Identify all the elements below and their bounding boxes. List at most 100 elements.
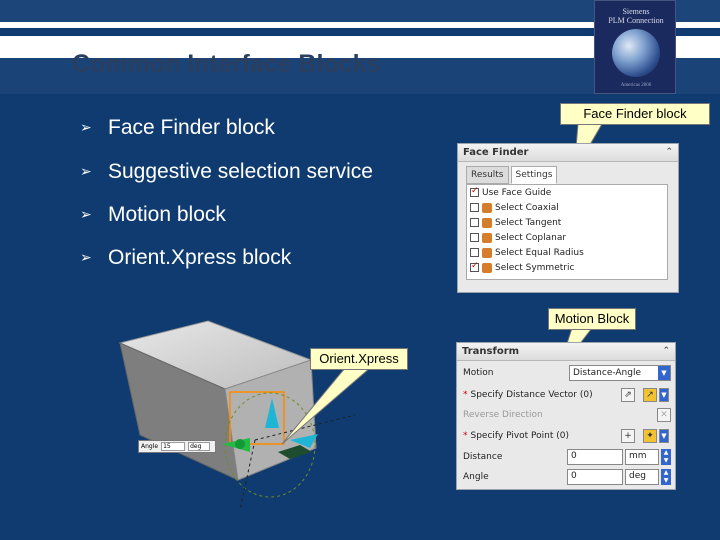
vector-dialog-icon[interactable]: ⇗ [621,388,635,402]
chevron-down-icon[interactable]: ▼ [659,388,669,402]
header-band [0,28,720,36]
face-finder-panel: Face Finder ⌃ Results Settings Use Face … [457,143,679,293]
angle-unit-select[interactable]: deg [188,442,211,451]
motion-label: Motion [463,368,494,378]
selected-face-outline [229,391,285,445]
setting-label: Select Tangent [495,217,562,228]
logo-line2: PLM Connection [608,16,664,25]
distance-unit-select[interactable]: mm [625,449,659,465]
tangent-icon [482,217,492,228]
distance-vector-label[interactable]: Specify Distance Vector (0) [470,390,593,400]
angle-label: Angle [463,472,489,482]
angle-row: Angle 0 deg ▲▼ [463,467,671,487]
angle-spinner-icon[interactable]: ▲▼ [661,469,671,485]
angle-input-popup[interactable]: Angle 15 deg [138,440,216,453]
transform-title: Transform [462,346,520,357]
collapse-icon[interactable]: ⌃ [662,346,670,356]
bullet-text: Motion block [108,203,226,226]
chevron-down-icon[interactable]: ▼ [658,366,670,380]
header-stripe [0,36,720,58]
checkbox-select-tangent[interactable] [470,218,479,227]
checkbox-use-face-guide[interactable] [470,186,479,197]
checkbox-select-equal-radius[interactable] [470,248,479,257]
point-inferred-icon[interactable]: ✦ [643,429,657,443]
required-marker: * [463,390,468,400]
setting-row[interactable]: Use Face Guide [467,185,667,200]
transform-panel: Transform ⌃ Motion Distance-Angle ▼ * Sp… [456,342,676,490]
rotation-ring [224,392,316,498]
handle-y-icon [290,434,318,448]
angle-unit-select[interactable]: deg [625,469,659,485]
face-finder-title: Face Finder [463,147,529,158]
distance-input[interactable]: 0 [567,449,623,465]
motion-dropdown[interactable]: Distance-Angle ▼ [569,365,671,381]
bullet-text: Orient.Xpress block [108,246,292,269]
symmetric-icon [482,262,492,273]
motion-value: Distance-Angle [573,368,642,378]
logo-line3: Americas 2006 [620,83,652,88]
distance-label: Distance [463,452,503,462]
bullet-text: Suggestive selection service [108,160,373,183]
bullet-item: ➢ Suggestive selection service [80,160,373,184]
globe-icon [612,29,660,77]
angle-label: Angle [141,443,159,450]
callout-motion: Motion Block [548,308,636,330]
bullet-item: ➢ Orient.Xpress block [80,246,291,270]
motion-row: Motion Distance-Angle ▼ [463,363,671,383]
checkbox-select-coaxial[interactable] [470,203,479,212]
setting-label: Select Coplanar [495,232,567,243]
distance-spinner-icon[interactable]: ▲▼ [661,449,671,465]
vector-inferred-icon[interactable]: ↗ [643,388,657,402]
reverse-direction-icon[interactable]: ✕ [657,408,671,422]
distance-row: Distance 0 mm ▲▼ [463,447,671,467]
setting-row[interactable]: Select Coplanar [467,230,667,245]
siemens-logo: Siemens PLM Connection Americas 2006 [594,0,676,94]
coplanar-icon [482,232,492,243]
face-finder-tabs: Results Settings [466,166,559,184]
reverse-direction-label: Reverse Direction [463,410,543,420]
bullet-text: Face Finder block [108,116,275,139]
distance-vector-row: * Specify Distance Vector (0) ⇗ ↗ ▼ [463,385,669,405]
point-dialog-icon[interactable]: + [621,429,635,443]
logo-line1: Siemens [622,7,650,16]
axis-line [254,414,356,441]
equal-radius-icon [482,247,492,258]
bullet-item: ➢ Motion block [80,203,226,227]
handle-z-icon [265,398,279,428]
setting-row[interactable]: Select Tangent [467,215,667,230]
setting-label: Use Face Guide [482,187,552,198]
required-marker: * [463,431,468,441]
arrow-bullet-icon: ➢ [80,120,92,136]
pivot-point-row: * Specify Pivot Point (0) + ✦ ▼ [463,426,669,446]
header-band-top [0,0,720,22]
transform-header[interactable]: Transform ⌃ [457,343,675,361]
collapse-icon[interactable]: ⌃ [665,147,673,157]
checkbox-select-coplanar[interactable] [470,233,479,242]
face-finder-header[interactable]: Face Finder ⌃ [458,144,678,162]
header-stripe [0,22,720,28]
setting-label: Select Symmetric [495,262,575,273]
arrow-bullet-icon: ➢ [80,164,92,180]
reverse-direction-row: Reverse Direction ✕ [463,405,671,425]
arrow-bullet-icon: ➢ [80,207,92,223]
angle-value-field[interactable]: 15 [161,442,186,451]
coaxial-icon [482,202,492,213]
setting-row[interactable]: Select Symmetric [467,260,667,275]
pivot-point-label[interactable]: Specify Pivot Point (0) [470,431,570,441]
setting-label: Select Equal Radius [495,247,584,258]
tab-results[interactable]: Results [466,166,509,184]
callout-orientxpress: Orient.Xpress [310,348,408,370]
arrow-bullet-icon: ➢ [80,250,92,266]
angle-input[interactable]: 0 [567,469,623,485]
callout-face-finder: Face Finder block [560,103,710,125]
setting-label: Select Coaxial [495,202,559,213]
setting-row[interactable]: Select Coaxial [467,200,667,215]
slide-title: Common Interface Blocks [72,50,381,78]
checkbox-select-symmetric[interactable] [470,261,479,272]
settings-list: Use Face Guide Select Coaxial Select Tan… [466,184,668,280]
setting-row[interactable]: Select Equal Radius [467,245,667,260]
tab-settings[interactable]: Settings [510,166,558,184]
chevron-down-icon[interactable]: ▼ [659,429,669,443]
plane-handle-icon [278,445,312,459]
bullet-item: ➢ Face Finder block [80,116,275,140]
